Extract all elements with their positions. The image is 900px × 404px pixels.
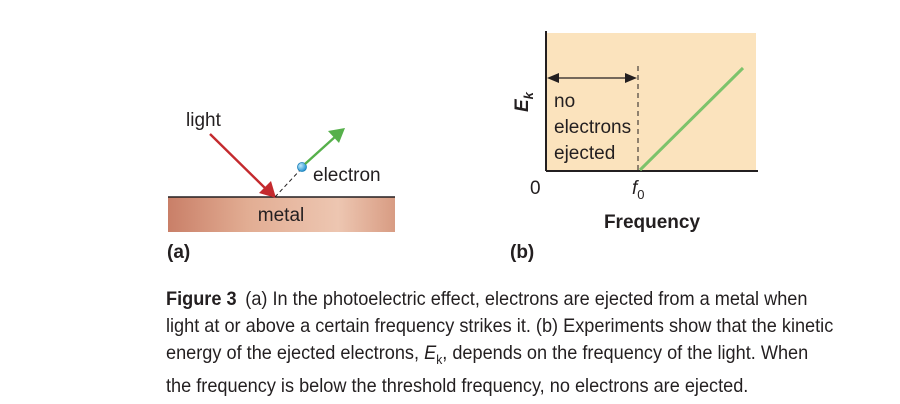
light-label: light <box>186 110 222 131</box>
y-axis-label-subscript: k <box>521 91 536 99</box>
metal-label: metal <box>258 205 304 226</box>
no-electrons-annotation: no electrons ejected <box>554 91 636 164</box>
plot-area <box>546 33 756 171</box>
electron-path-arrowhead <box>328 128 345 143</box>
annotation-line-3: ejected <box>554 143 615 164</box>
range-arrowhead-right <box>625 73 637 83</box>
kinetic-energy-line <box>638 66 745 172</box>
electron-label: electron <box>313 165 381 186</box>
figure-number: Figure 3 <box>166 288 237 310</box>
electron-particle <box>297 162 307 172</box>
caption-text-part1: (a) In the photoelectric effect, electro… <box>166 288 834 364</box>
caption-text-part2: , depends on the frequency of the light.… <box>166 342 809 397</box>
panel-a-label: (a) <box>167 242 190 263</box>
y-axis-label: Ek <box>512 91 536 112</box>
panel-b: Ek no electrons ejected 0 f0 Frequency (… <box>510 31 758 263</box>
figure-caption: Figure 3 (a) In the photoelectric effect… <box>166 286 836 400</box>
panel-b-label: (b) <box>510 242 534 263</box>
light-ray-arrowhead <box>259 181 276 198</box>
photoelectric-figure: metal light electron (a) Ek no electrons… <box>167 31 758 263</box>
threshold-frequency-label: f0 <box>632 178 645 202</box>
annotation-line-1: no <box>554 91 575 112</box>
annotation-line-2: electrons <box>554 117 631 138</box>
range-arrowhead-left <box>547 73 559 83</box>
metal-slab <box>168 197 395 232</box>
electron-path-arrow <box>304 135 337 165</box>
origin-label: 0 <box>530 178 541 199</box>
light-ray <box>209 133 269 192</box>
ek-subscript: k <box>436 351 443 367</box>
panel-a: metal light electron (a) <box>167 110 395 263</box>
threshold-frequency-subscript: 0 <box>637 187 644 202</box>
x-axis-label: Frequency <box>604 212 701 233</box>
ek-symbol: E <box>424 342 437 364</box>
electron-trajectory-dashed <box>274 167 303 198</box>
